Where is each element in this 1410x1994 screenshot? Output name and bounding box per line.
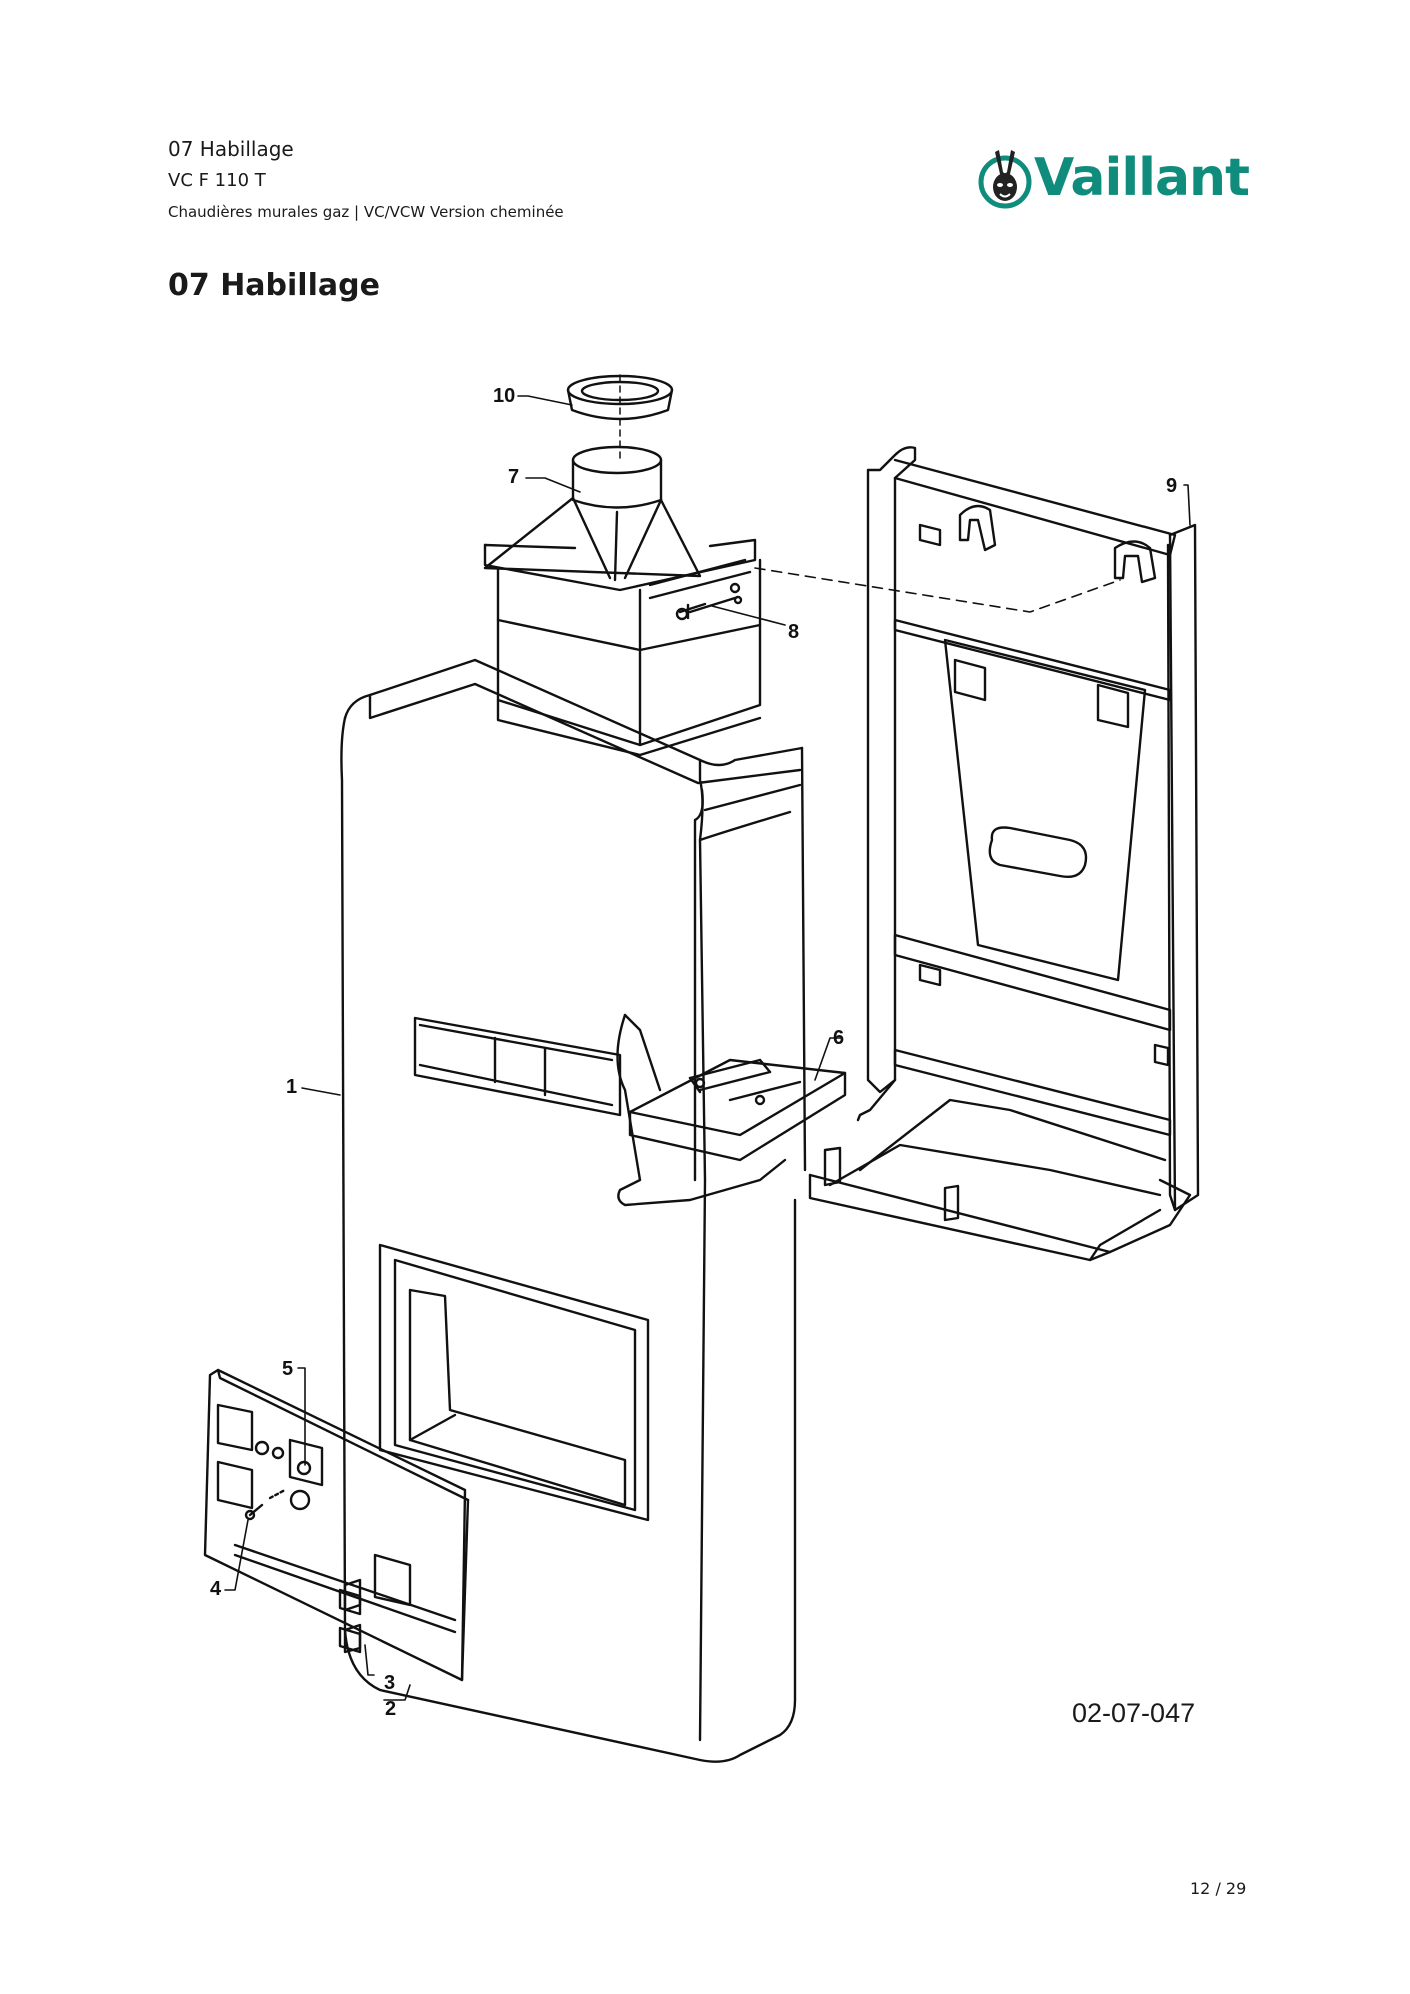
part-screw-4 [244,1488,287,1521]
part-button-5 [296,1460,312,1476]
assembly-leader-line [754,567,1121,613]
callout-9: 9 [1166,475,1177,497]
part-mounting-plate [616,1013,847,1207]
product-line-label: Chaudières murales gaz | VC/VCW Version … [168,203,564,221]
callout-1: 1 [286,1076,297,1098]
callout-4: 4 [210,1578,222,1600]
part-draught-hood [483,445,762,757]
document-header: 07 Habillage VC F 110 T Chaudières mural… [168,133,564,227]
section-label: 07 Habillage [168,137,294,161]
callout-6: 6 [833,1027,844,1049]
model-label: VC F 110 T [168,170,266,191]
logo-wordmark: Vaillant [1034,148,1250,208]
drawing-reference: 02-07-047 [1072,1698,1196,1728]
callout-2: 2 [385,1698,396,1720]
callout-3: 3 [384,1672,395,1694]
callout-7: 7 [508,466,519,488]
vaillant-logo: Vaillant [978,142,1250,222]
page-number: 12 / 29 [1190,1879,1247,1898]
part-front-casing [340,658,807,1763]
page-title: 07 Habillage [168,268,380,303]
callout-leaders [224,395,1191,1701]
callout-5: 5 [282,1358,293,1380]
callout-10: 10 [493,385,515,407]
callout-labels: 1 2 3 4 5 6 7 8 9 10 [210,385,1177,1720]
part-knobs [338,1588,362,1654]
part-collar-ring [566,374,674,463]
rabbit-logo-icon [978,150,1032,209]
callout-8: 8 [788,621,799,643]
part-back-frame [808,446,1200,1262]
part-control-panel [203,1368,470,1682]
part-screw-8 [675,602,786,626]
